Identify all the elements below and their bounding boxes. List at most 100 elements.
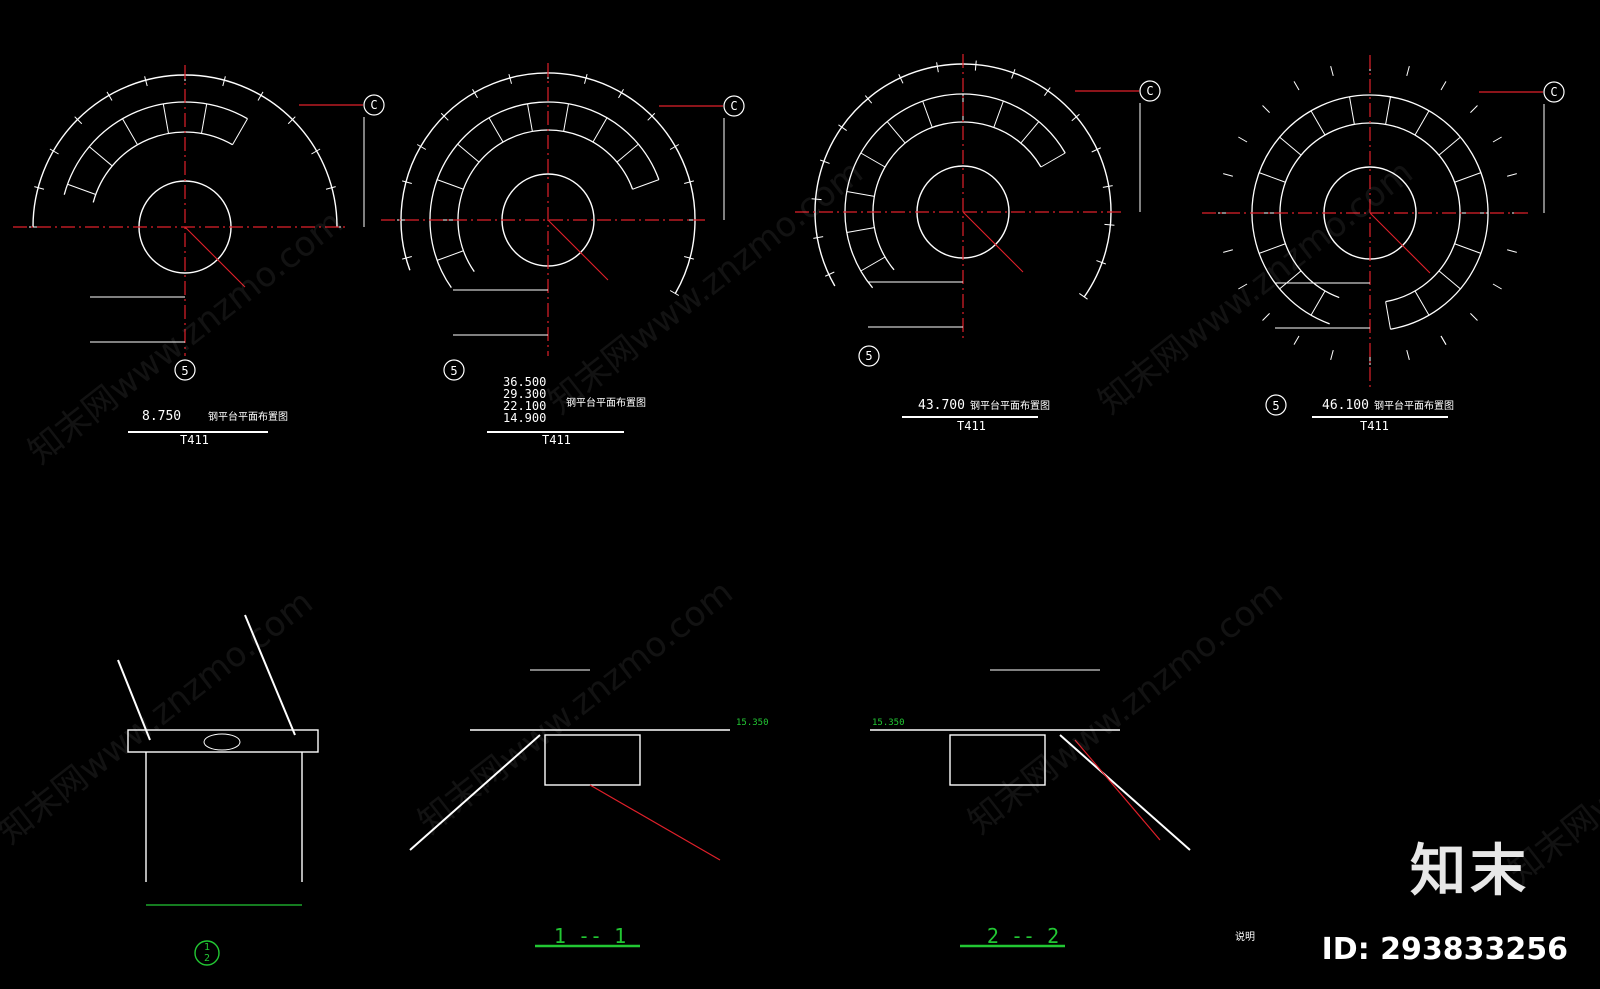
plan-3-tick <box>1091 147 1101 153</box>
plan-3-tick <box>864 95 873 104</box>
plan-1-tick <box>34 186 45 190</box>
plan-3-tick <box>1104 223 1115 226</box>
plan-1-axis-c-bubble <box>363 94 385 116</box>
plan-3-tick <box>936 62 939 73</box>
plan-4-radial-beam <box>1454 243 1482 254</box>
section-2-title: 2 -- 2 <box>987 924 1059 948</box>
brand-logo: 知末 <box>1410 839 1530 904</box>
plan-2-outer-arc <box>400 72 696 294</box>
plan-3-tick <box>1079 293 1088 300</box>
plan-2-tick <box>669 144 680 150</box>
plan-1-radial-beam <box>88 146 113 167</box>
plan-2-axis-diagonal <box>547 219 609 281</box>
plan-2-drawing <box>381 63 745 381</box>
plan-4-tick <box>1262 105 1270 113</box>
plan-4-tick <box>1330 350 1334 360</box>
detail-marker-top: 1 <box>204 942 210 953</box>
plan-4-radial-beam <box>1438 136 1461 156</box>
plan-4-tick <box>1440 335 1447 345</box>
plan-4-radial-beam <box>1258 172 1286 183</box>
plan-3-radial-beam <box>846 227 875 233</box>
plan-3-axis-diagonal <box>962 211 1024 273</box>
detail-node-beam <box>127 729 319 753</box>
plan-2-tick <box>440 112 449 121</box>
plan-3-tick <box>1011 68 1016 79</box>
plan-4-tick <box>1223 173 1233 177</box>
plan-1-tick <box>106 91 113 101</box>
plan-2-sheet: T411 <box>542 433 571 447</box>
plan-4-tick <box>1293 335 1300 345</box>
plan-2-radial-beam <box>616 143 639 163</box>
plan-3-tick <box>1044 87 1051 96</box>
plan-3-sheet: T411 <box>957 419 986 433</box>
plan-4-ring-2 <box>1251 94 1489 330</box>
plan-1-tick <box>325 186 336 190</box>
plan-4-radial-beam <box>1454 172 1482 183</box>
plan-3-tick <box>819 159 830 164</box>
section-2-axis <box>1074 739 1161 841</box>
plan-1-tick <box>257 91 264 101</box>
plan-4-radial-beam <box>1438 270 1461 290</box>
plan-4-tick <box>1238 283 1248 290</box>
plan-3-tick <box>974 60 977 71</box>
plan-2-elevation-1: 36.500 <box>503 375 546 389</box>
plan-3-radial-beam <box>846 191 875 197</box>
plan-4-sheet: T411 <box>1360 419 1389 433</box>
section-1-brace-left <box>409 734 541 851</box>
plan-4-tick <box>1507 173 1517 177</box>
plan-1-ring-1 <box>92 131 233 203</box>
plan-1-radial-beam <box>67 183 96 195</box>
plan-2-title: 钢平台平面布置图 <box>566 396 646 409</box>
plan-3-axis-5: 5 <box>865 349 872 363</box>
plan-3-radial-beam <box>860 152 886 168</box>
plan-3-axis-5-bubble <box>858 345 880 367</box>
plan-4-tick <box>1223 249 1233 253</box>
plan-2-tick <box>684 256 694 260</box>
plan-3-tick <box>838 124 847 131</box>
plan-2-elevation-2: 29.300 <box>503 387 546 401</box>
plan-4-tick <box>1406 350 1410 360</box>
plan-4-elevation: 46.100 <box>1322 398 1369 413</box>
plan-2-tick <box>402 256 412 260</box>
plan-1-tick <box>49 148 59 155</box>
plan-3-radial-beam <box>922 100 933 128</box>
plan-4-radial-beam <box>1349 96 1355 125</box>
plan-2-tick <box>472 88 478 99</box>
plan-4-radial-beam <box>1279 270 1302 290</box>
plan-2-axis-c-bubble <box>723 95 745 117</box>
plan-3-axis-c: C <box>1146 84 1153 98</box>
plan-4-title: 钢平台平面布置图 <box>1374 399 1454 412</box>
plan-4-axis-5: 5 <box>1272 399 1279 413</box>
plan-2-tick <box>618 88 624 99</box>
plan-4-tick <box>1507 249 1517 253</box>
plan-3-tick <box>1096 260 1107 265</box>
detail-node-drawing <box>117 614 319 966</box>
detail-node-brace-right <box>244 614 296 736</box>
plan-3-radial-beam <box>993 100 1004 128</box>
detail-node-brace-left <box>117 659 151 741</box>
plan-4-tick <box>1470 105 1478 113</box>
plan-4-radial-beam <box>1414 110 1430 136</box>
plan-2-axis-5-bubble <box>443 359 465 381</box>
plan-3-tick <box>813 236 824 239</box>
plan-1-drawing <box>13 65 385 381</box>
plan-2-radial-beam <box>632 179 660 190</box>
plan-4-drawing <box>1202 55 1565 416</box>
plan-1-sheet: T411 <box>180 433 209 447</box>
detail-marker-circle <box>194 940 220 966</box>
plan-4-radial-beam <box>1310 290 1326 316</box>
plan-3-tick <box>811 198 822 201</box>
details-layer <box>117 614 1191 966</box>
plan-1-tick <box>222 76 226 87</box>
plan-2-tick <box>669 290 680 296</box>
plan-4-tick <box>1330 66 1334 76</box>
plan-1-radial-beam <box>232 118 248 145</box>
plan-3-ring-1 <box>872 121 1042 271</box>
section-1-box <box>544 734 641 786</box>
plan-2-elevation-3: 22.100 <box>503 399 546 413</box>
plan-2-tick <box>684 180 694 184</box>
plan-3-axis-c-bubble <box>1139 80 1161 102</box>
plan-1-axis-5: 5 <box>181 364 188 378</box>
plan-1-radial-beam <box>201 103 208 134</box>
plan-3-radial-beam <box>1020 121 1040 144</box>
